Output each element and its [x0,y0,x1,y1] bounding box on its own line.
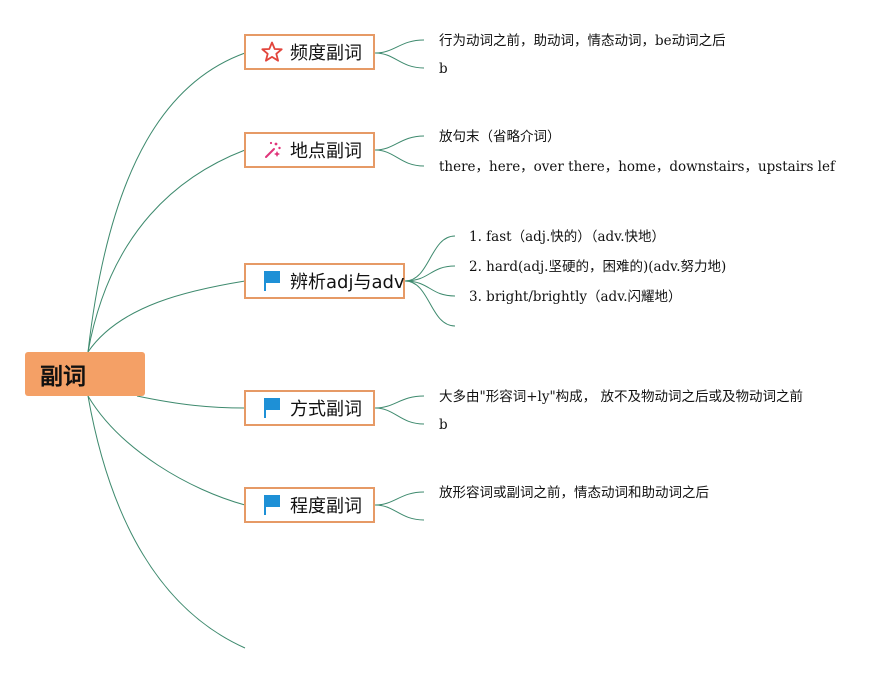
detail-item[interactable]: 放句末（省略介词） [439,129,561,145]
topic-label: 地点副词 [290,141,362,162]
detail-item[interactable]: 3. bright/brightly（adv.闪耀地） [469,289,682,305]
topic-adj-vs-adv[interactable]: 辨析adj与adv [244,263,405,299]
flag-icon [260,269,284,293]
flag-icon [260,396,284,420]
detail-item[interactable]: b [439,417,448,433]
topic-place-adverbs[interactable]: 地点副词 [244,132,375,168]
detail-item[interactable]: 放形容词或副词之前，情态动词和助动词之后 [439,485,709,501]
topic-label: 方式副词 [290,399,362,420]
flag-icon [260,493,284,517]
topic-manner-adverbs[interactable]: 方式副词 [244,390,375,426]
star-icon [260,40,284,64]
detail-item[interactable]: 大多由"形容词+ly"构成， 放不及物动词之后或及物动词之前 [439,389,803,405]
magic-wand-icon [260,138,284,162]
detail-item[interactable]: 行为动词之前，助动词，情态动词，be动词之后 [439,33,726,49]
topic-frequency-adverbs[interactable]: 频度副词 [244,34,375,70]
topic-label: 频度副词 [290,43,362,64]
detail-item[interactable]: 1. fast（adj.快的）（adv.快地） [469,229,665,245]
root-topic-label: 副词 [40,364,86,390]
topic-label: 程度副词 [290,496,362,517]
topic-label: 辨析adj与adv [290,272,405,293]
topic-degree-adverbs[interactable]: 程度副词 [244,487,375,523]
detail-item[interactable]: b [439,61,448,77]
detail-item[interactable]: 2. hard(adj.坚硬的，困难的)(adv.努力地) [469,259,727,275]
detail-item[interactable]: there，here，over there，home，downstairs，up… [439,159,835,175]
root-topic[interactable]: 副词 [25,352,145,396]
